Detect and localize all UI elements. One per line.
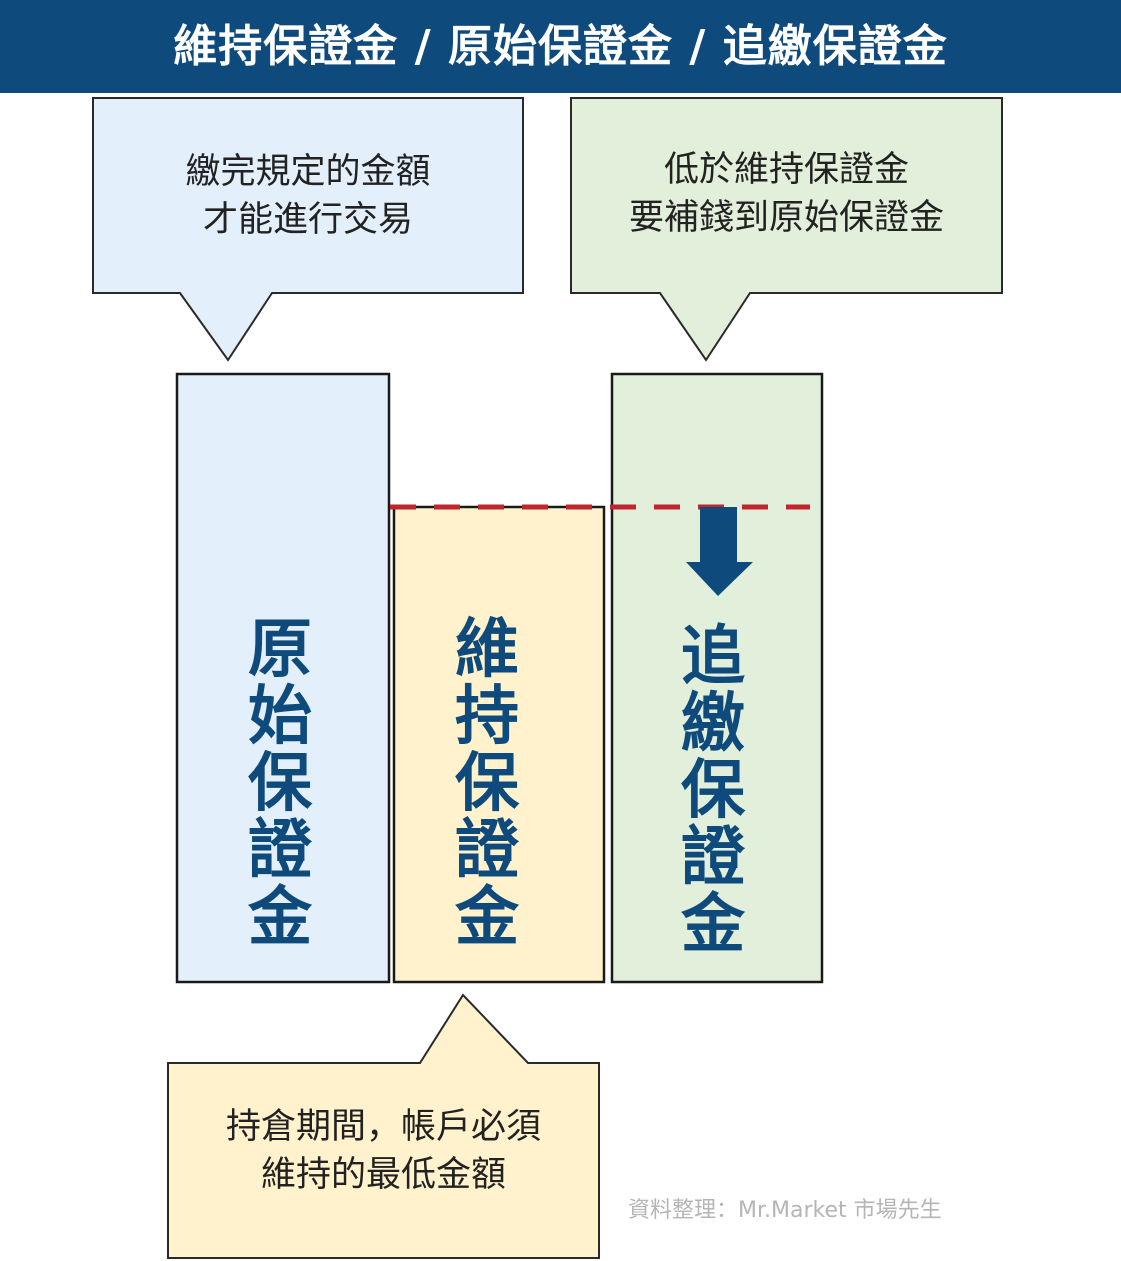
- callout-line: 繳完規定的金額: [185, 152, 431, 192]
- down-arrow-icon: [686, 507, 753, 596]
- bar-initial: [175, 372, 391, 984]
- callout-margin-call-text: 低於維持保證金 要補錢到原始保證金: [571, 146, 1002, 242]
- bar-maintenance: [392, 505, 606, 984]
- callout-line: 要補錢到原始保證金: [628, 198, 944, 238]
- bar-margin-call-label: 追 繳 保 證 金: [681, 620, 745, 962]
- callout-initial-shape: [92, 97, 524, 362]
- bar-margin-call: [610, 372, 824, 984]
- callout-initial-text: 繳完規定的金額 才能進行交易: [93, 148, 523, 244]
- bar-maintenance-label: 維 持 保 證 金: [455, 613, 519, 955]
- diagram-title: 維持保證金 / 原始保證金 / 追繳保證金: [0, 0, 1121, 93]
- callout-maintenance-text: 持倉期間，帳戶必須 維持的最低金額: [168, 1103, 599, 1199]
- callout-line: 持倉期間，帳戶必須: [225, 1107, 541, 1147]
- callout-margin-call-shape: [570, 97, 1003, 362]
- callout-maintenance-shape: [167, 993, 600, 1259]
- callout-line: 低於維持保證金: [663, 150, 909, 190]
- bar-initial-label: 原 始 保 證 金: [248, 613, 312, 955]
- callout-line: 維持的最低金額: [260, 1155, 506, 1195]
- source-credit: 資料整理：Mr.Market 市場先生: [628, 1198, 942, 1223]
- callout-line: 才能進行交易: [202, 200, 413, 240]
